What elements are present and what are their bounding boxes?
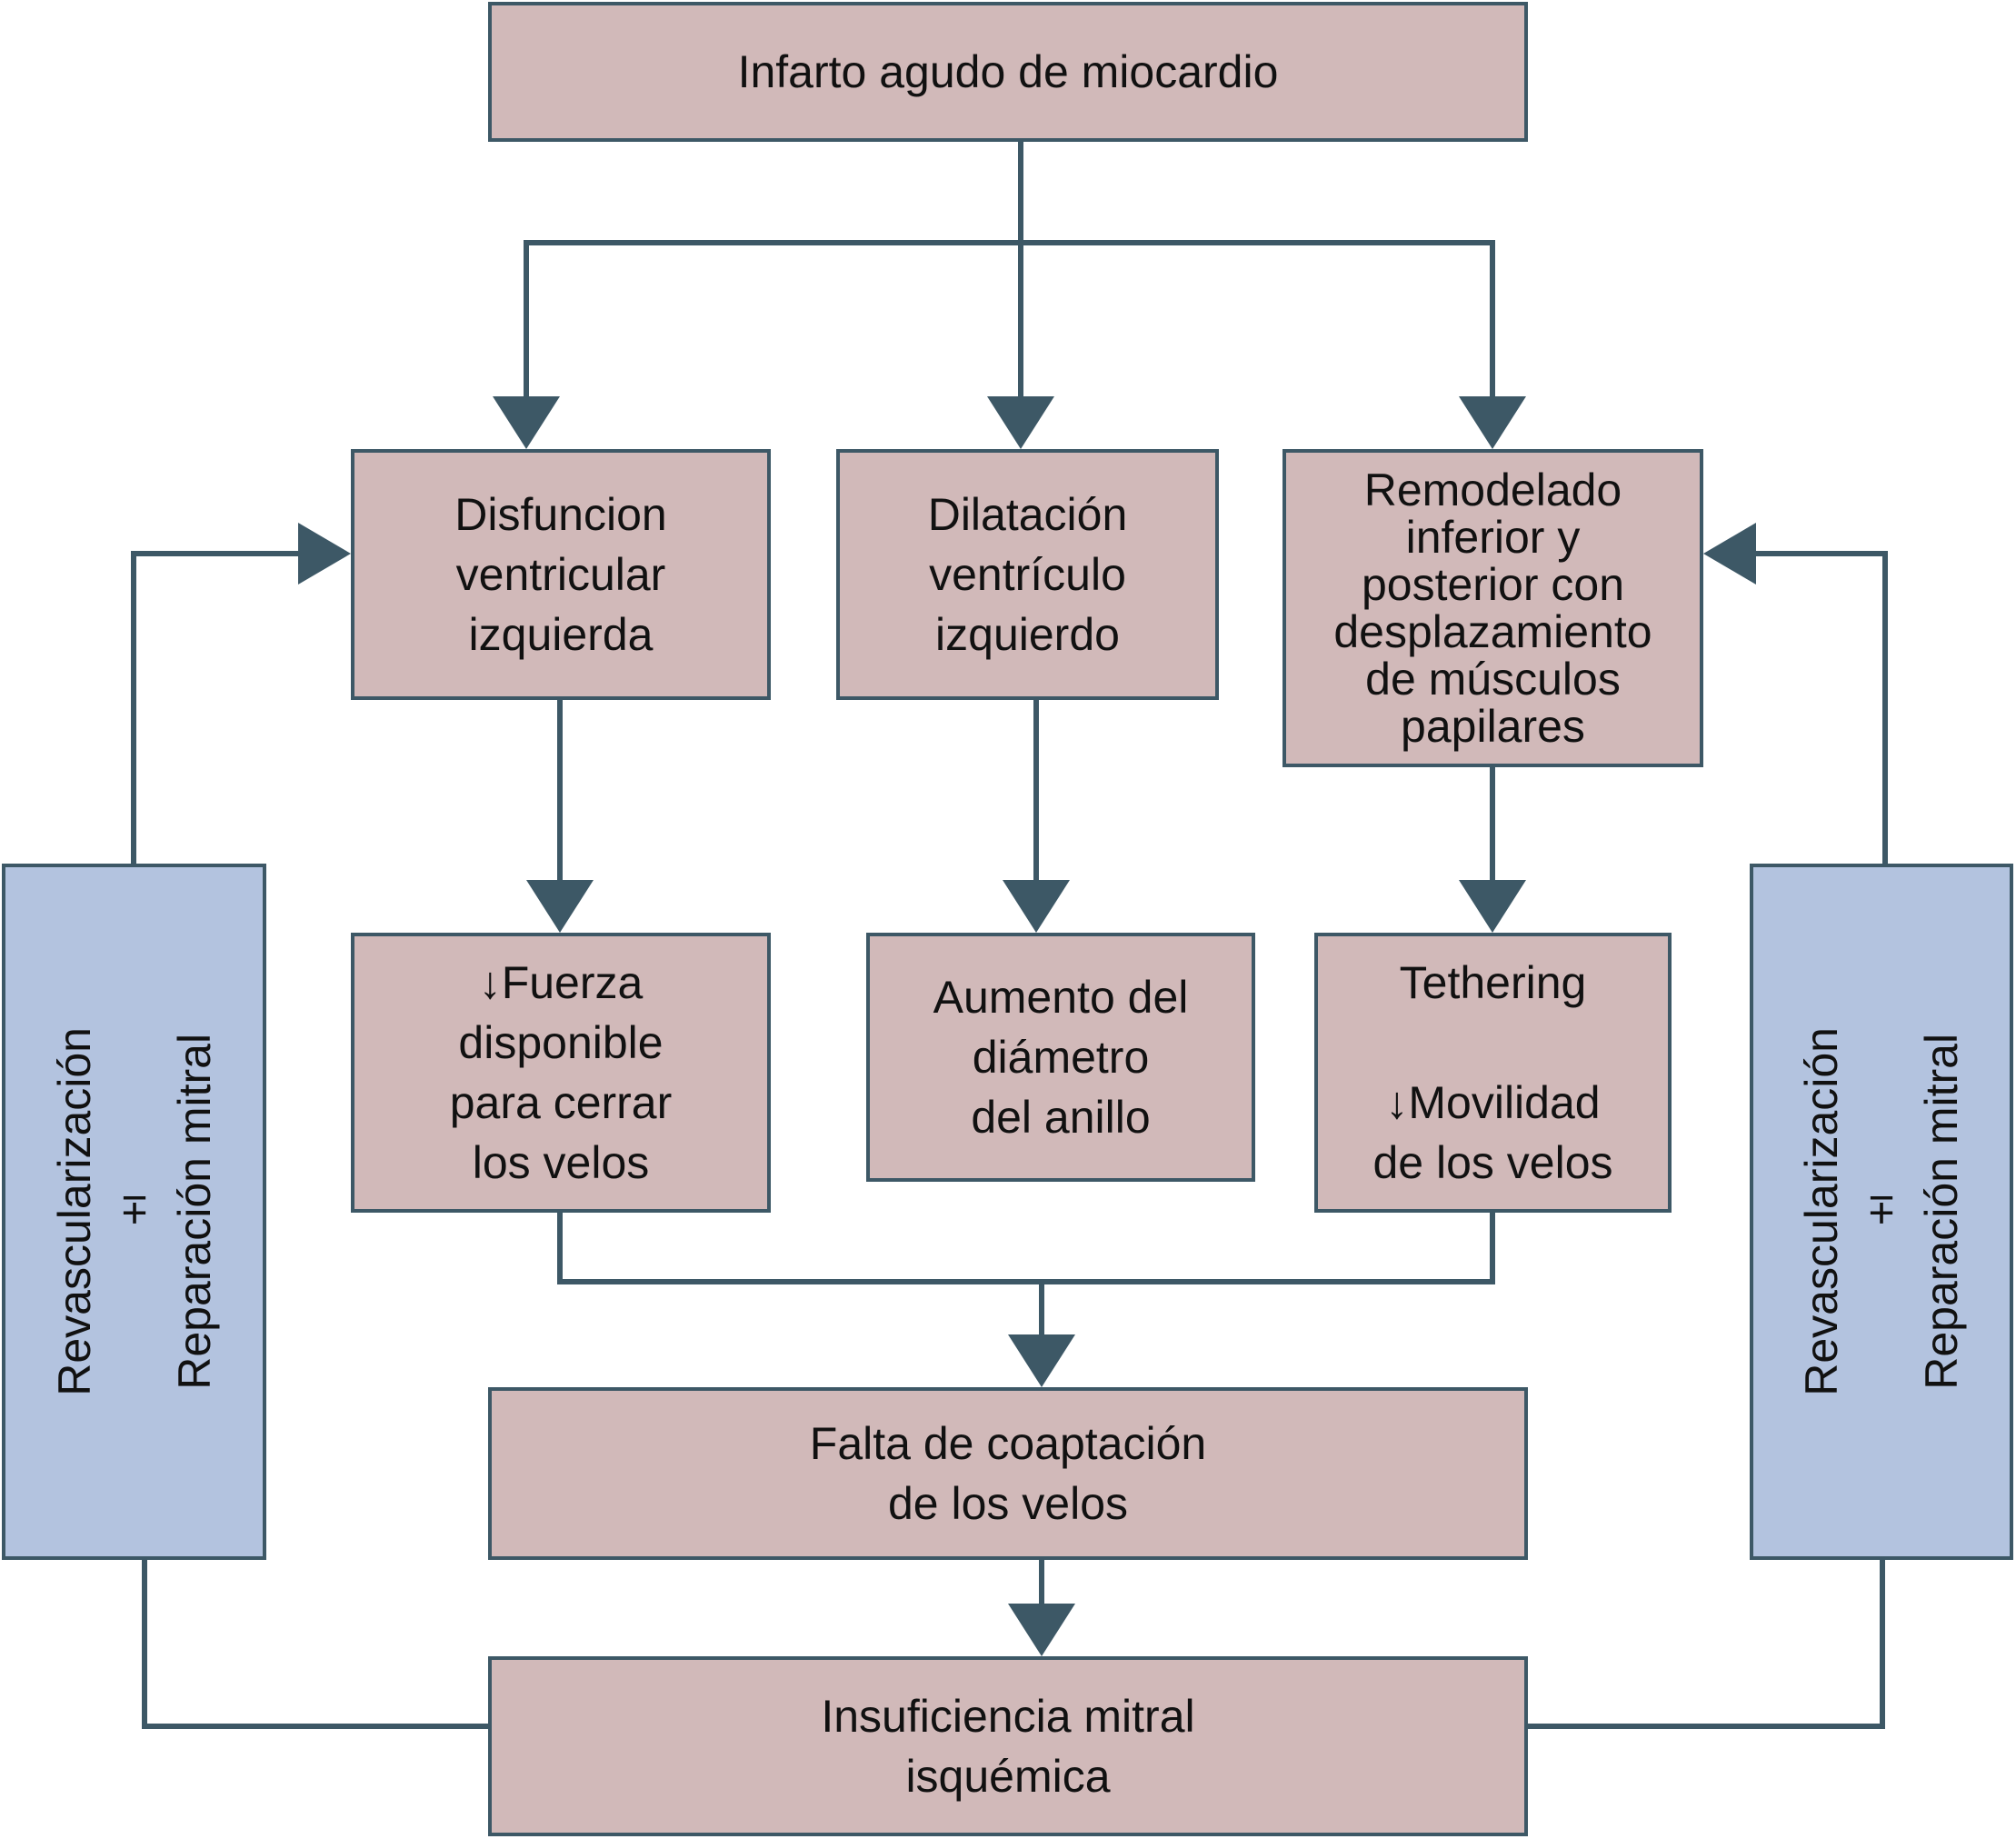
connector-right-treatment-remodelado [1754, 551, 1888, 864]
node-tethering-label: Tethering ↓Movilidad de los velos [1372, 957, 1613, 1188]
node-falta: Falta de coaptación de los velos [488, 1387, 1528, 1560]
arrowhead-aumento [1003, 880, 1070, 933]
connector-insuficiencia-right-treatment [1528, 1560, 1885, 1729]
node-remodelado-label: Remodelado inferior y posterior con desp… [1333, 465, 1652, 752]
treatment-left: Revascularización ± Reparación mitral [2, 864, 266, 1560]
node-insuficiencia: Insuficiencia mitral isquémica [488, 1656, 1528, 1836]
treatment-left-label: Revascularización ± Reparación mitral [48, 1027, 220, 1396]
arrowhead-disfuncion [493, 396, 560, 449]
node-insuficiencia-label: Insuficiencia mitral isquémica [821, 1691, 1195, 1802]
arrowhead-tethering [1459, 880, 1526, 933]
connector-merge [557, 1213, 1495, 1284]
node-fuerza: ↓Fuerza disponible para cerrar los velos [351, 933, 771, 1213]
node-infarto: Infarto agudo de miocardio [488, 2, 1528, 142]
node-dilatacion-label: Dilatación ventrículo izquierdo [927, 489, 1128, 660]
arrowhead-falta [1008, 1334, 1075, 1387]
node-fuerza-label: ↓Fuerza disponible para cerrar los velos [449, 957, 673, 1188]
node-aumento-label: Aumento del diámetro del anillo [933, 972, 1189, 1143]
arrowhead-insuficiencia [1008, 1604, 1075, 1656]
connector-infarto-right [1021, 240, 1495, 407]
arrowhead-remodelado [1459, 396, 1526, 449]
arrowhead-fuerza [526, 880, 594, 933]
connector-infarto-left [524, 240, 1021, 407]
arrowhead-dilatacion [987, 396, 1054, 449]
node-aumento: Aumento del diámetro del anillo [866, 933, 1255, 1182]
connector-left-treatment-disfuncion [131, 551, 300, 864]
node-dilatacion: Dilatación ventrículo izquierdo [836, 449, 1219, 700]
node-remodelado: Remodelado inferior y posterior con desp… [1282, 449, 1703, 767]
treatment-right-label: Revascularización ± Reparación mitral [1796, 1027, 1967, 1396]
node-disfuncion-label: Disfuncion ventricular izquierda [454, 489, 667, 660]
arrowhead-right-loop [1703, 523, 1756, 585]
node-infarto-label: Infarto agudo de miocardio [737, 46, 1279, 97]
connector-insuficiencia-left-treatment [142, 1560, 488, 1729]
node-falta-label: Falta de coaptación de los velos [809, 1418, 1207, 1529]
node-disfuncion: Disfuncion ventricular izquierda [351, 449, 771, 700]
node-tethering: Tethering ↓Movilidad de los velos [1314, 933, 1672, 1213]
arrowhead-left-loop [298, 523, 351, 585]
treatment-right: Revascularización ± Reparación mitral [1750, 864, 2013, 1560]
